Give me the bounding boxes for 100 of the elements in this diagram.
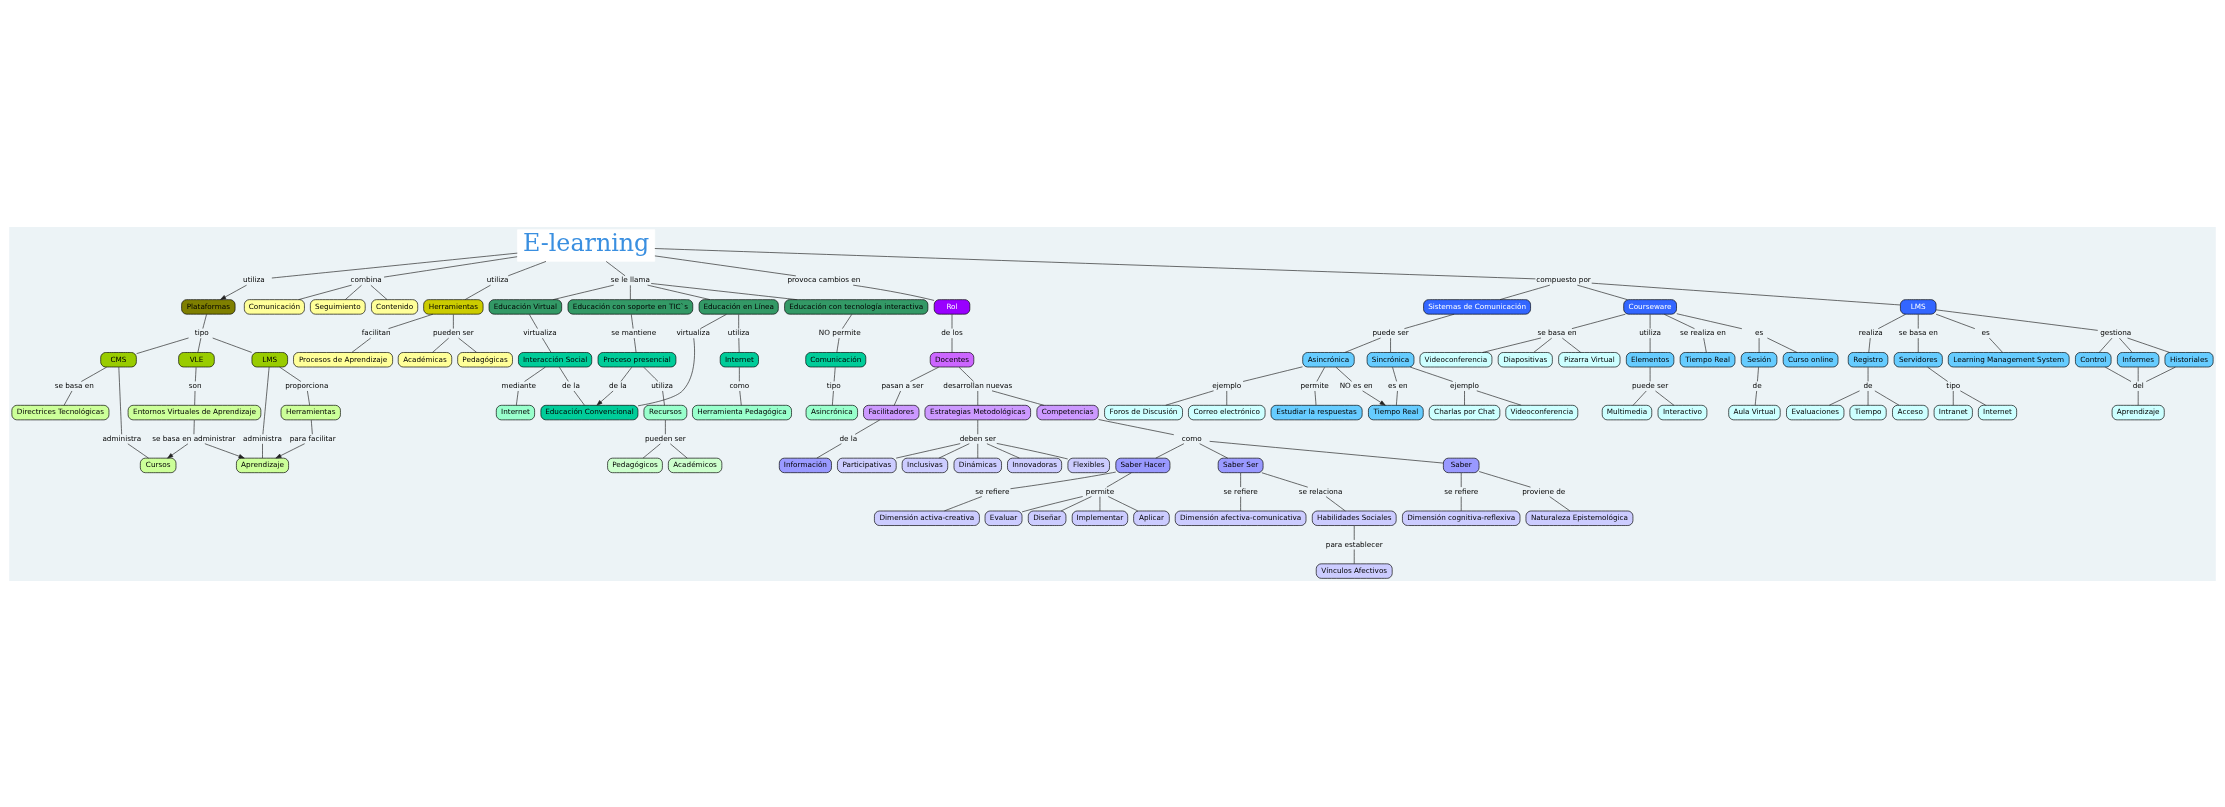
arrow — [275, 442, 305, 458]
connector — [854, 419, 881, 435]
connector — [2145, 366, 2176, 382]
connector — [842, 313, 853, 329]
connector — [738, 337, 740, 353]
connector — [1935, 309, 2099, 331]
connector — [193, 419, 195, 435]
connector — [559, 366, 569, 382]
connector — [991, 389, 1045, 406]
connector — [1261, 471, 1309, 487]
connector — [833, 366, 836, 382]
connector — [1226, 390, 1228, 406]
connector — [1392, 366, 1397, 382]
connector — [262, 443, 263, 458]
connector — [816, 442, 842, 458]
connector — [458, 337, 478, 353]
connector — [951, 313, 953, 329]
connector — [1099, 495, 1101, 511]
connector — [832, 390, 834, 406]
connector — [1549, 495, 1571, 511]
connector — [943, 495, 983, 511]
connector — [1767, 337, 1798, 353]
connector — [432, 337, 449, 353]
connector — [2119, 337, 2133, 353]
connector — [298, 284, 352, 300]
connector — [212, 337, 253, 353]
connector — [739, 366, 740, 382]
connector — [1404, 313, 1455, 329]
connector — [573, 390, 585, 406]
connector — [262, 366, 270, 435]
connector — [1576, 284, 1628, 300]
connector — [1060, 495, 1092, 511]
connector — [507, 260, 547, 276]
connector — [310, 419, 313, 435]
connector — [836, 337, 840, 353]
connector — [1409, 366, 1453, 382]
connector — [739, 390, 742, 406]
connector — [1335, 366, 1352, 382]
connector — [464, 284, 491, 300]
connector — [271, 252, 518, 278]
connector — [977, 390, 979, 406]
connector — [1482, 337, 1542, 353]
connector — [388, 313, 434, 329]
connector — [1155, 442, 1185, 458]
connector — [118, 366, 122, 435]
connector — [1663, 313, 1695, 329]
connector — [2137, 366, 2139, 382]
connector — [1464, 390, 1465, 406]
connector — [63, 390, 73, 406]
connector — [1655, 390, 1675, 406]
node-box: E-learning — [517, 228, 656, 262]
connector — [1460, 472, 1462, 487]
connector — [1676, 312, 1743, 329]
connector — [197, 337, 202, 353]
connector — [2104, 366, 2132, 382]
connector — [1460, 495, 1462, 511]
connector — [977, 419, 979, 435]
connector — [938, 442, 970, 458]
connector — [662, 390, 665, 406]
connector — [1021, 495, 1083, 512]
arrow — [1362, 390, 1386, 406]
connector — [1476, 389, 1522, 406]
connector — [370, 284, 388, 300]
connector — [1952, 390, 1954, 406]
connector — [852, 284, 935, 301]
connector — [642, 443, 661, 458]
connector — [1098, 418, 1175, 435]
connector — [1758, 337, 1760, 353]
connector — [1316, 366, 1325, 382]
connector — [351, 337, 371, 353]
connector — [195, 366, 197, 382]
connector — [1632, 390, 1647, 406]
connector — [1390, 337, 1391, 353]
connector — [1867, 390, 1869, 406]
connector — [1010, 471, 1117, 489]
arrow — [167, 443, 189, 458]
connector — [1478, 470, 1531, 487]
connector — [1209, 440, 1444, 463]
connector — [630, 284, 631, 300]
connector — [1649, 337, 1651, 353]
connector — [2137, 390, 2139, 406]
connector — [1499, 284, 1551, 300]
connector — [1240, 495, 1241, 511]
connector — [383, 255, 518, 277]
connector — [552, 284, 615, 300]
connector — [542, 337, 552, 353]
connector — [654, 247, 1536, 279]
connector — [81, 366, 107, 382]
connector — [1562, 337, 1582, 353]
connector — [650, 282, 798, 300]
connector — [307, 390, 310, 406]
connector — [202, 313, 207, 329]
connector — [1757, 366, 1759, 382]
connector — [654, 255, 797, 276]
connector — [1960, 390, 1987, 406]
connector — [1344, 337, 1381, 353]
connector — [605, 260, 626, 276]
connector — [1828, 390, 1860, 406]
connector — [1868, 337, 1871, 353]
connector — [996, 442, 1068, 459]
